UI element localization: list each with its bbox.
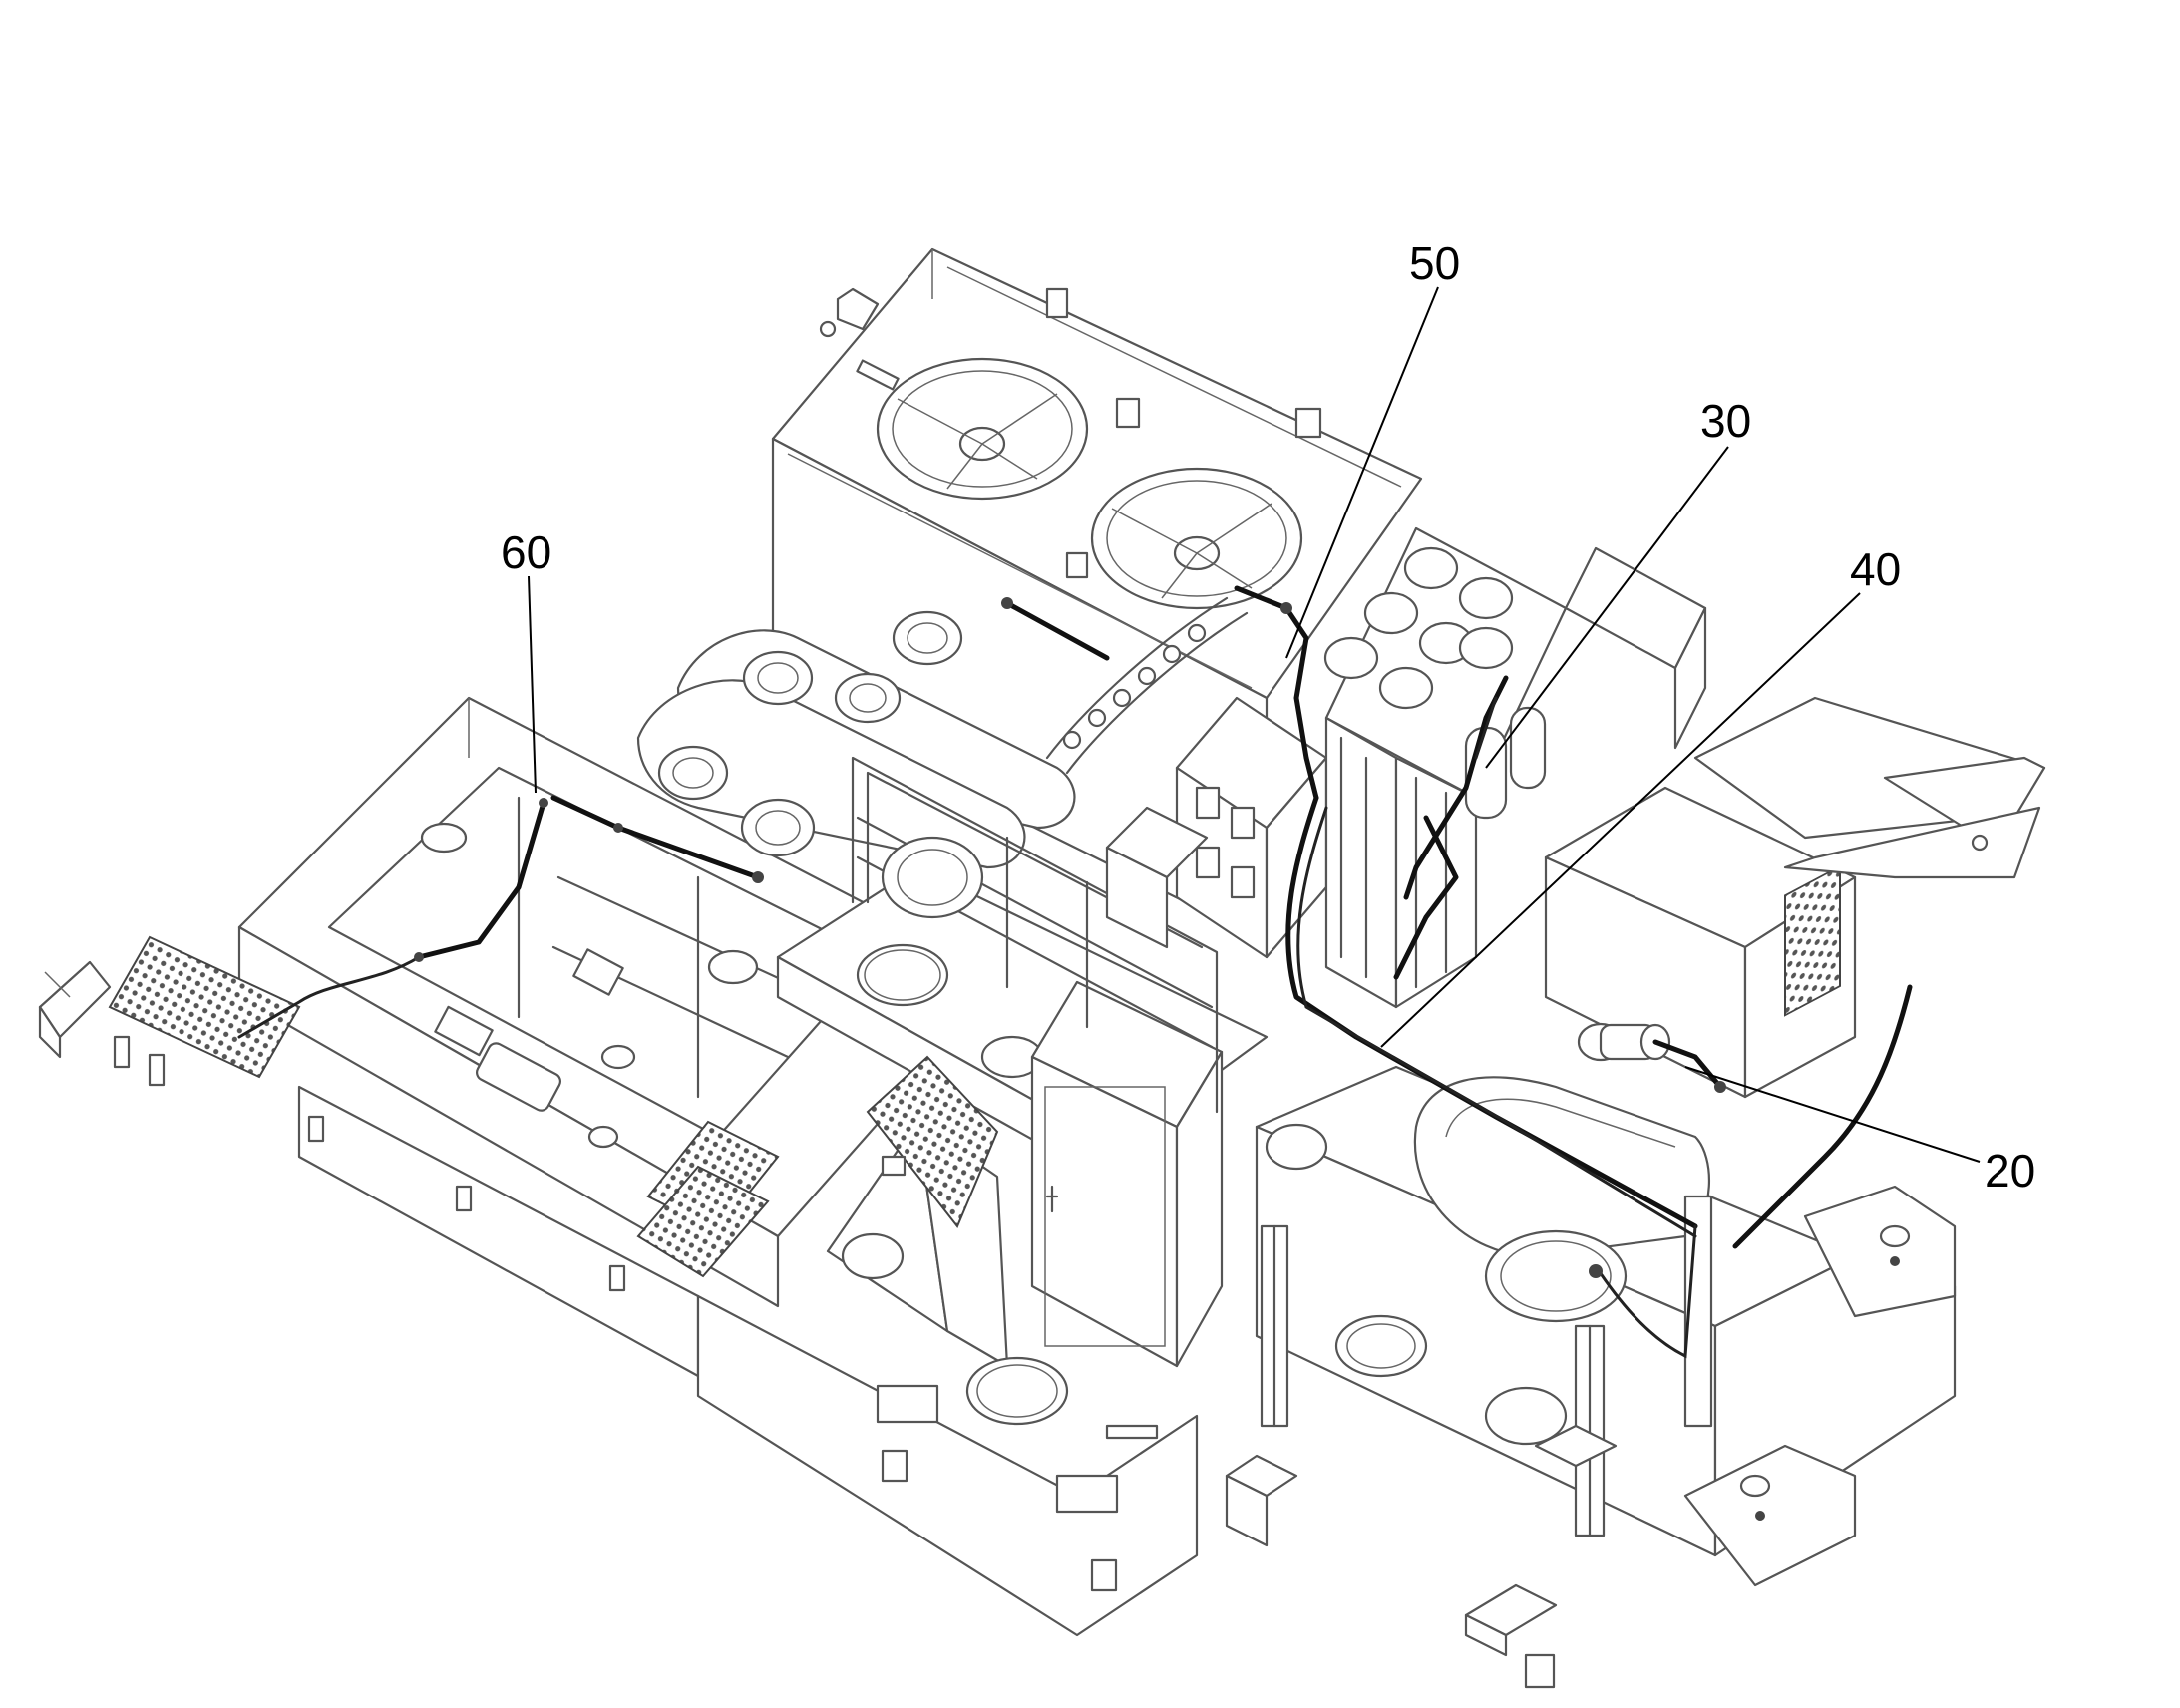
filter-block xyxy=(1323,526,1568,1009)
reference-numeral-30: 30 xyxy=(1485,395,1751,769)
label-50: 50 xyxy=(1409,237,1460,289)
drive-chain xyxy=(1045,596,1249,775)
cooling-fan-right xyxy=(1090,467,1303,610)
label-40: 40 xyxy=(1850,543,1901,595)
reference-numeral-50: 50 xyxy=(1285,237,1460,659)
label-30: 30 xyxy=(1700,395,1751,447)
engine-bay xyxy=(636,596,1328,1637)
harness-20 xyxy=(1589,984,1913,1359)
boom-arm xyxy=(636,610,1076,869)
harness-50 xyxy=(1001,585,1319,801)
reference-numeral-20: 20 xyxy=(1684,1066,2035,1196)
label-60: 60 xyxy=(501,526,551,578)
pump-assembly xyxy=(1577,1022,1671,1062)
left-deck xyxy=(38,696,1009,1378)
triangular-support xyxy=(826,1055,1009,1368)
right-chassis xyxy=(1225,1065,1957,1689)
harness-40 xyxy=(1285,795,1698,1238)
harness-60 xyxy=(237,795,764,1039)
filter-canisters xyxy=(1323,546,1514,710)
cooling-fan-left xyxy=(876,357,1089,501)
control-cabinet xyxy=(1030,980,1224,1368)
reference-numeral-60: 60 xyxy=(501,526,551,794)
reference-numeral-40: 40 xyxy=(1380,543,1901,1048)
right-housing xyxy=(1544,546,2046,1099)
harness-30 xyxy=(1403,675,1509,900)
label-20: 20 xyxy=(1985,1145,2035,1196)
cooling-housing xyxy=(771,247,1423,944)
